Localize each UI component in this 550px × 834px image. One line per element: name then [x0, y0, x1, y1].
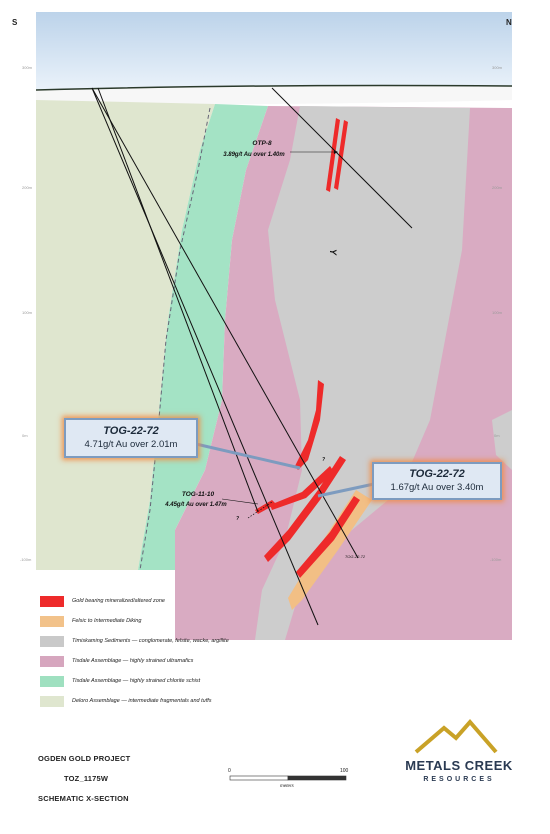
scale-end: 100 [340, 768, 349, 774]
section-type: SCHEMATIC X-SECTION [38, 794, 129, 803]
otp8-label: OTP-8 [232, 140, 292, 148]
logo-name: METALS CREEK [405, 758, 513, 773]
scale-bar-black [287, 775, 347, 781]
leader-otp8-arrow [334, 150, 338, 154]
sky [36, 12, 512, 90]
project-title: OGDEN GOLD PROJECT [38, 754, 131, 763]
gold-zone-lower-a [264, 456, 346, 562]
logo-subtitle: RESOURCES [423, 776, 495, 783]
legend-item-ultramafics: Tisdale Assemblage — highly strained ult… [40, 656, 340, 668]
gold-zone-upper [295, 380, 324, 470]
legend-label: Tisdale Assemblage — highly strained ult… [72, 658, 194, 664]
legend-swatch [40, 676, 64, 687]
scale-unit: meters [280, 783, 294, 788]
gold-zone-lower-b [296, 496, 360, 578]
dotted-extension [247, 501, 273, 519]
leader-callout-2 [317, 482, 375, 498]
felsic-dike [288, 490, 372, 610]
scale-start: 0 [228, 768, 231, 774]
legend-label: Felsic to Intermediate Diking [72, 618, 142, 624]
fault-line [139, 107, 211, 571]
legend-label: Tisdale Assemblage — highly strained chl… [72, 678, 201, 684]
legend-label: Deloro Assemblage — intermediate fragmen… [72, 698, 212, 704]
question-mark-2: ? [236, 516, 240, 522]
logo-mountains [414, 718, 498, 754]
elev-left-minus100: -100m [20, 557, 32, 562]
drill-hole-tog-22-72 [91, 87, 359, 559]
y-label: Y [328, 248, 339, 256]
legend-label: Gold bearing mineralized/altered zone [72, 598, 165, 604]
elev-right-200: 200m [492, 185, 503, 190]
leader-callout-1 [195, 442, 301, 470]
right-sediment-sliver [492, 410, 512, 470]
elev-left-300: 300m [22, 65, 33, 70]
drill-hole-3 [97, 87, 259, 513]
legend-swatch [40, 656, 64, 667]
tog2272-collar-label: TOG-22-72 [344, 554, 366, 559]
otp8-name: OTP-8 [252, 140, 272, 147]
elev-left-100: 100m [22, 310, 33, 315]
gold-zone-tog1110 [255, 500, 276, 514]
gold-zone-otp8-a [326, 118, 340, 192]
north-label: N [506, 18, 512, 27]
leader-tog1110 [221, 498, 259, 505]
elev-right-300: 300m [492, 65, 503, 70]
callout-tog-22-72-lower: TOG-22-72 1.67g/t Au over 3.40m [372, 462, 502, 500]
callout-tog-22-72-upper: TOG-22-72 4.71g/t Au over 2.01m [64, 418, 198, 458]
elev-right-0: 0m [494, 433, 500, 438]
south-label: S [12, 18, 18, 27]
callout-2-value: 1.67g/t Au over 3.40m [390, 482, 484, 493]
legend-label: Timiskaming Sediments — conglomerate, fe… [72, 638, 229, 644]
gold-zone-mid [270, 466, 334, 510]
overburden [36, 85, 512, 105]
legend-item-deloro: Deloro Assemblage — intermediate fragmen… [40, 696, 340, 708]
gold-zone-otp8-b [334, 120, 348, 190]
drill-hole-otp-8 [271, 87, 413, 229]
ground-surface [35, 84, 513, 91]
section-id: TOZ_1175W [64, 774, 109, 783]
legend-swatch [40, 696, 64, 707]
scale-bar-white [229, 775, 289, 781]
otp8-value: 3.89g/t Au over 1.40m [223, 152, 285, 158]
legend-item-gold-zone: Gold bearing mineralized/altered zone [40, 596, 340, 608]
elev-right-minus100: -100m [490, 557, 502, 562]
question-mark-1: ? [322, 457, 326, 463]
elev-left-200: 200m [22, 185, 33, 190]
legend-item-diking: Felsic to Intermediate Diking [40, 616, 340, 628]
tog1110-value: 4.45g/t Au over 1.47m [165, 502, 227, 508]
elev-right-100: 100m [492, 310, 503, 315]
elev-left-0: 0m [22, 433, 28, 438]
callout-2-title: TOG-22-72 [409, 468, 465, 480]
legend-swatch [40, 596, 64, 607]
tog1110-name: TOG-11-10 [181, 491, 215, 498]
callout-1-title: TOG-22-72 [103, 425, 159, 437]
callout-1-value: 4.71g/t Au over 2.01m [84, 439, 178, 450]
drill-hole-tog-11-10 [91, 87, 319, 626]
legend-item-sediments: Timiskaming Sediments — conglomerate, fe… [40, 636, 340, 648]
legend-item-chlorite-schist: Tisdale Assemblage — highly strained chl… [40, 676, 340, 688]
legend-swatch [40, 616, 64, 627]
legend-swatch [40, 636, 64, 647]
